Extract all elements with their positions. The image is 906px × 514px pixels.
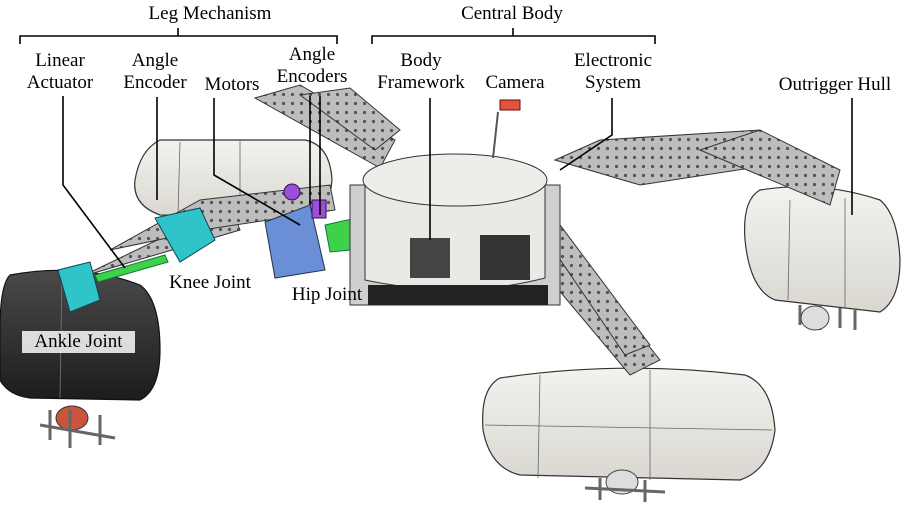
central-body-bracket: [371, 28, 656, 44]
label-central-body: Central Body: [461, 3, 563, 24]
leader-lines: [62, 96, 853, 269]
camera-part: [492, 99, 521, 159]
label-ankle-joint: Ankle Joint: [22, 331, 135, 353]
label-knee-joint: Knee Joint: [169, 272, 251, 293]
label-hip-joint: Hip Joint: [291, 284, 363, 305]
label-leg-mechanism: Leg Mechanism: [148, 3, 272, 24]
label-motors: Motors: [204, 74, 260, 95]
outrigger-hull-right: [743, 186, 901, 331]
label-outrigger-hull: Outrigger Hull: [778, 74, 892, 95]
central-body: [349, 153, 561, 306]
hull-front: [482, 367, 776, 502]
leg-mechanism-bracket: [19, 28, 338, 44]
label-camera: Camera: [485, 72, 545, 93]
